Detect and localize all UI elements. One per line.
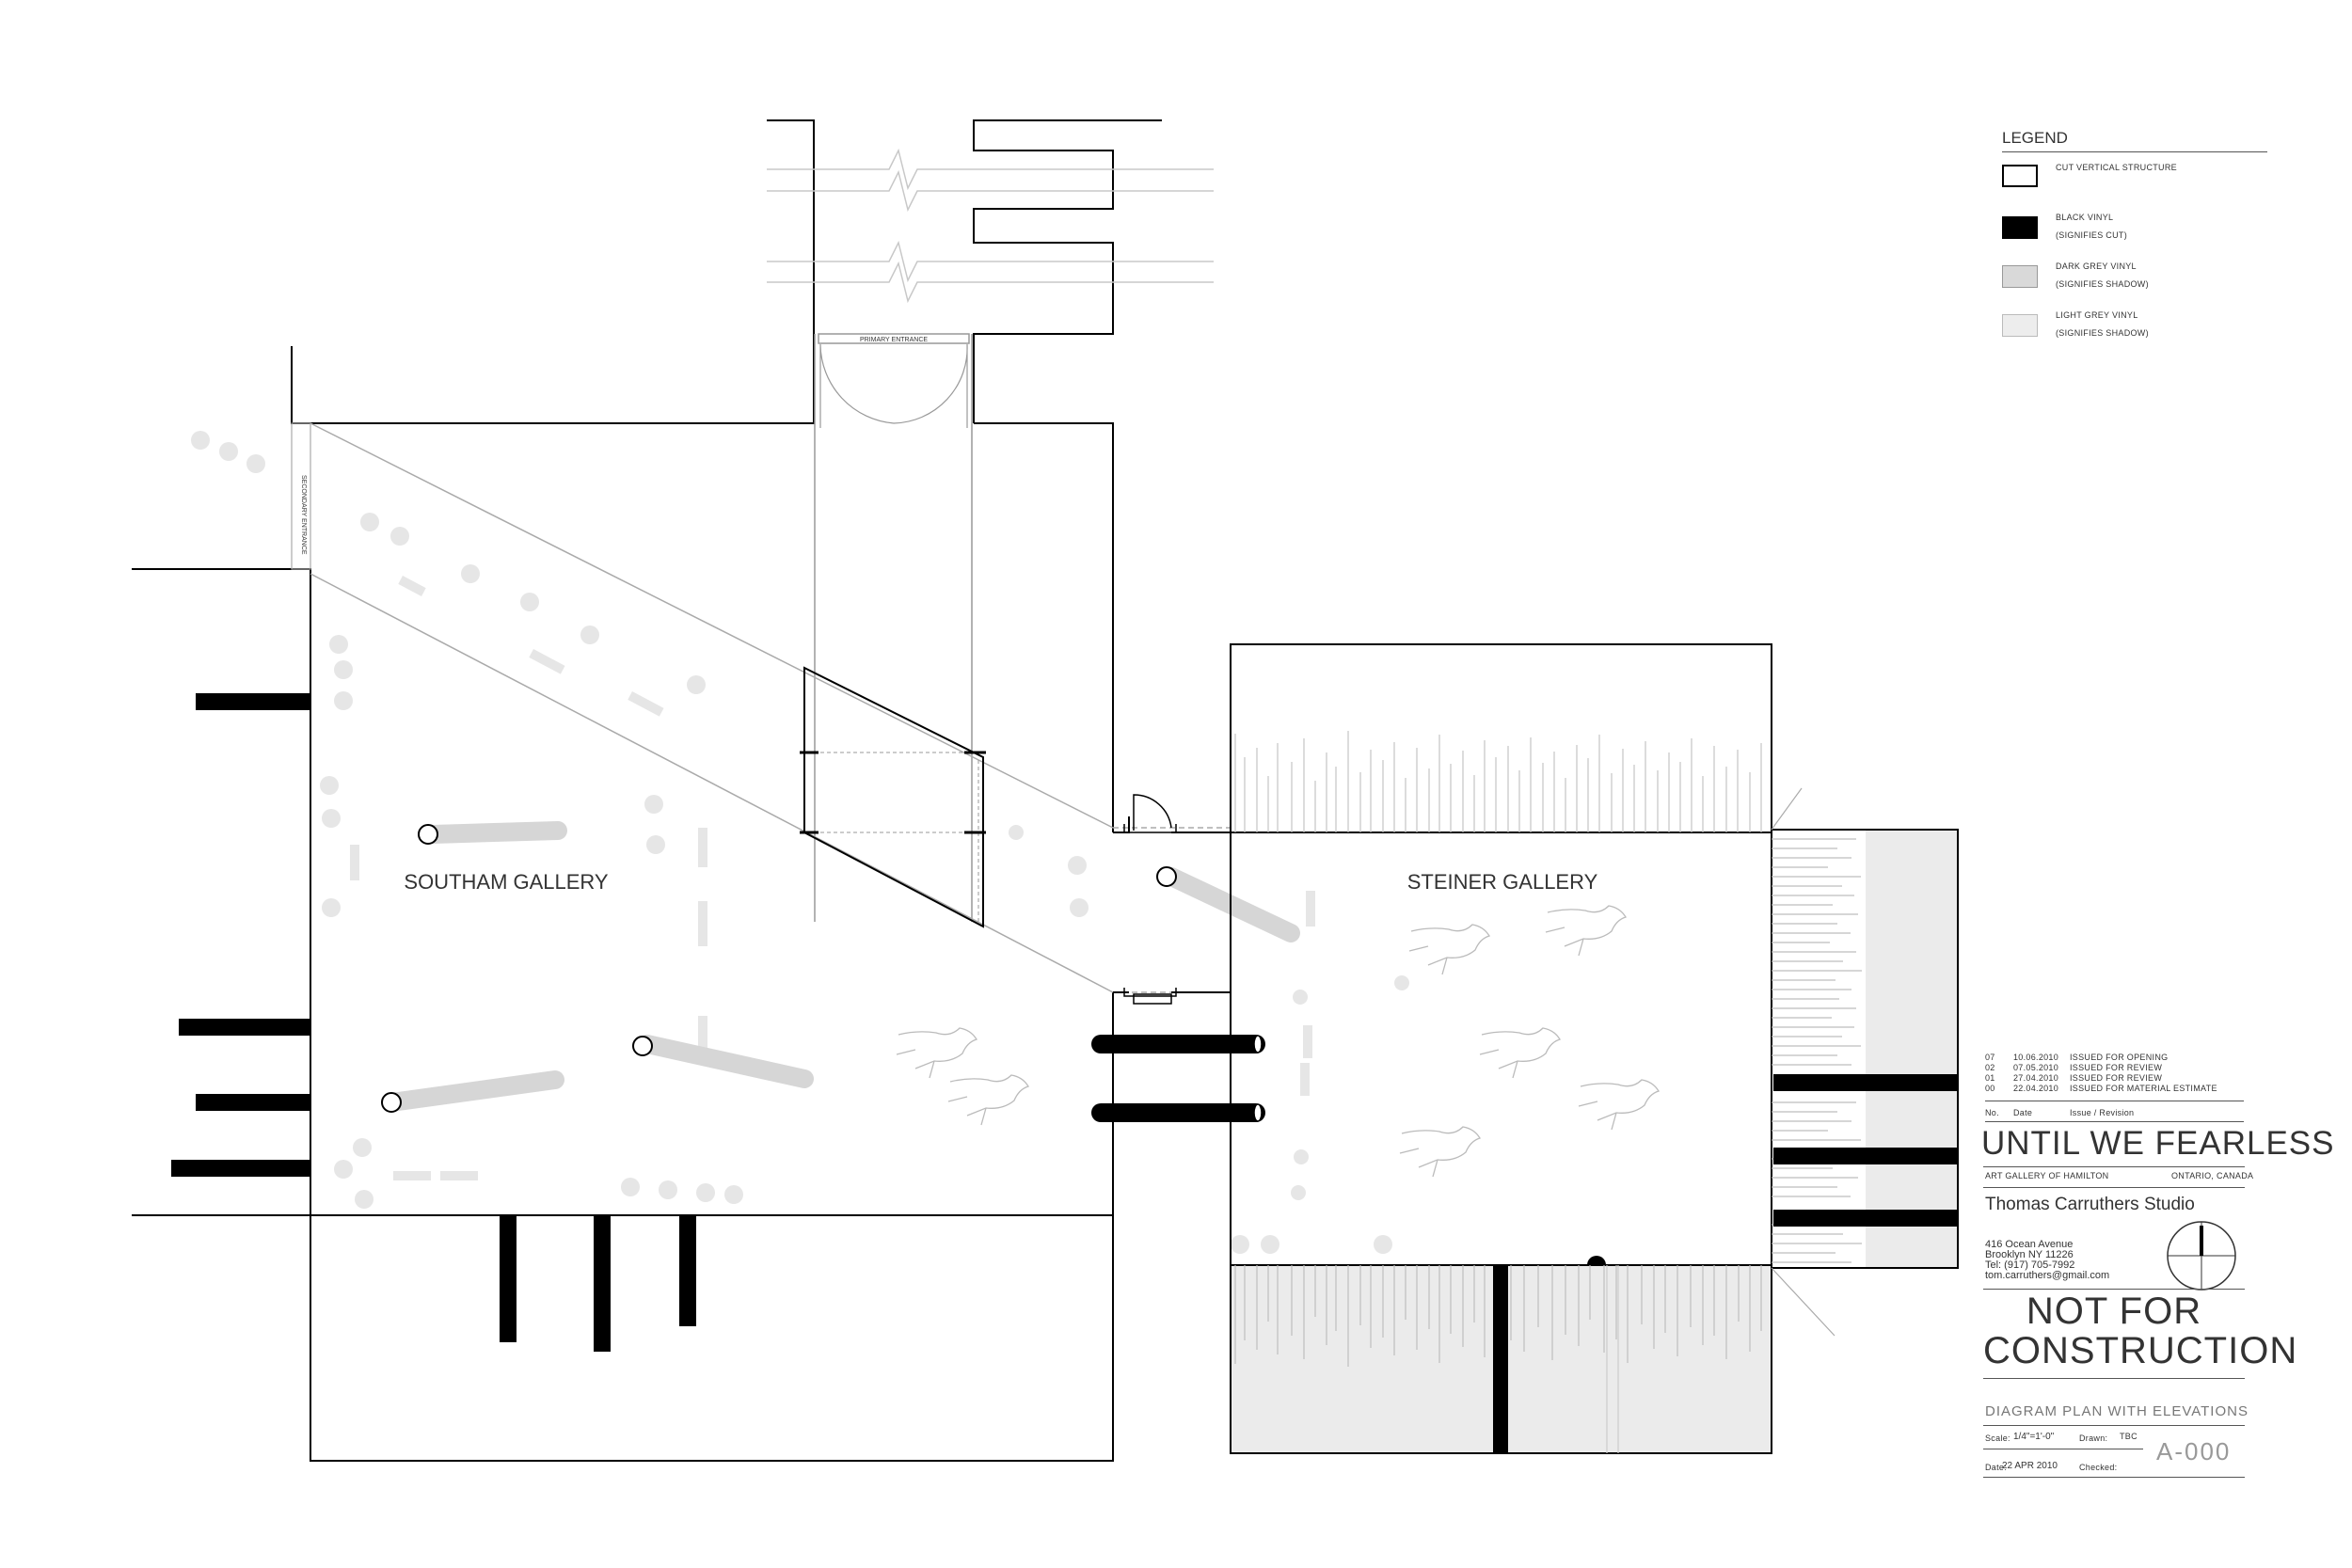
rev-header-no: No. [1985,1108,1999,1117]
legend-swatch-light-grey [2002,314,2038,337]
scale-value: 1/4"=1'-0" [2013,1432,2055,1442]
rev-date: 22.04.2010 [2013,1084,2059,1093]
column-shadows [382,821,1300,1112]
drawn-label: Drawn: [2079,1433,2108,1443]
date-label: Date: [1985,1463,2008,1472]
light-path-diagonal [310,422,1231,993]
primary-entrance-label: PRIMARY ENTRANCE [860,337,928,343]
legend-sublabel: (SIGNIFIES CUT) [2056,230,2127,240]
east-elevation-white [1772,830,1866,1268]
rev-issue: ISSUED FOR REVIEW [2070,1073,2163,1083]
warning-line: CONSTRUCTION [1983,1330,2298,1371]
rev-issue: ISSUED FOR REVIEW [2070,1063,2163,1072]
southam-gallery-walls [132,422,1129,1462]
legend-label: LIGHT GREY VINYL [2056,310,2138,320]
grey-vinyl-shadows [191,431,1409,1254]
date-value: 22 APR 2010 [2002,1461,2058,1471]
rev-no: 02 [1985,1063,1995,1072]
rev-header-issue: Issue / Revision [2070,1108,2135,1117]
secondary-entrance [291,422,311,570]
checked-label: Checked: [2079,1463,2118,1472]
skylight-frame [803,666,984,928]
east-elevation-frame [1771,829,1959,1269]
sheet-number: A-000 [2156,1437,2232,1465]
address-line: Tel: (917) 705-7992 [1985,1259,2075,1271]
legend-sublabel: (SIGNIFIES SHADOW) [2056,279,2149,289]
black-vinyl-cuts-southam [171,693,696,1352]
legend-swatch-dark-grey [2002,265,2038,288]
rev-no: 00 [1985,1084,1995,1093]
drawn-value: TBC [2120,1432,2137,1441]
legend-label: CUT VERTICAL STRUCTURE [2056,163,2177,172]
rev-issue: ISSUED FOR OPENING [2070,1053,2169,1062]
south-elevation-hatching [1234,1265,1762,1453]
columns [381,824,1177,1113]
rev-no: 07 [1985,1053,1995,1062]
rev-no: 01 [1985,1073,1995,1083]
rev-date: 27.04.2010 [2013,1073,2059,1083]
entrance-corridor [291,119,1162,832]
drawing-title: DIAGRAM PLAN WITH ELEVATIONS [1985,1403,2249,1419]
secondary-entrance-label: SECONDARY ENTRANCE [300,475,307,555]
steiner-gallery-label: STEINER GALLERY [1407,870,1598,894]
project-title: UNTIL WE FEARLESS [1981,1125,2335,1162]
corridor-walls [814,333,973,922]
address-line: 416 Ocean Avenue [1985,1239,2074,1250]
black-vinyl-cuts-steiner [1091,1035,1958,1453]
rev-date: 07.05.2010 [2013,1063,2059,1072]
connecting-doors [1123,794,1177,1005]
rev-issue: ISSUED FOR MATERIAL ESTIMATE [2070,1084,2217,1093]
studio-address: 416 Ocean Avenue Brooklyn NY 11226 Tel: … [1985,1240,2109,1281]
skylight-inner [807,752,983,922]
legend-sublabel: (SIGNIFIES SHADOW) [2056,328,2149,338]
legend-swatch-cut [2002,165,2038,187]
legend-swatch-black [2002,216,2038,239]
not-for-construction: NOT FOR CONSTRUCTION [1983,1291,2298,1371]
skylight-ticks [800,751,986,834]
rev-date: 10.06.2010 [2013,1053,2059,1062]
legend-label: BLACK VINYL [2056,213,2114,222]
studio-name: Thomas Carruthers Studio [1985,1195,2195,1214]
north-arrow-icon [2167,1221,2236,1291]
legend-title: LEGEND [2002,129,2068,147]
scale-label: Scale: [1985,1433,2010,1443]
project-location: ONTARIO, CANADA [2171,1171,2254,1180]
legend-label: DARK GREY VINYL [2056,261,2137,271]
break-lines [767,148,1214,304]
section-lines [1771,787,1836,1337]
address-line: Brooklyn NY 11226 [1985,1249,2074,1260]
primary-entrance-doors [819,343,968,428]
southam-gallery-label: SOUTHAM GALLERY [404,870,609,894]
warning-line: NOT FOR [2026,1291,2202,1332]
address-line: tom.carruthers@gmail.com [1985,1270,2110,1281]
client-name: ART GALLERY OF HAMILTON [1985,1171,2109,1180]
deer-figures [896,905,1660,1178]
rev-header-date: Date [2013,1108,2033,1117]
north-elevation-hatching [1234,731,1762,832]
bar-ends [1253,1035,1263,1122]
